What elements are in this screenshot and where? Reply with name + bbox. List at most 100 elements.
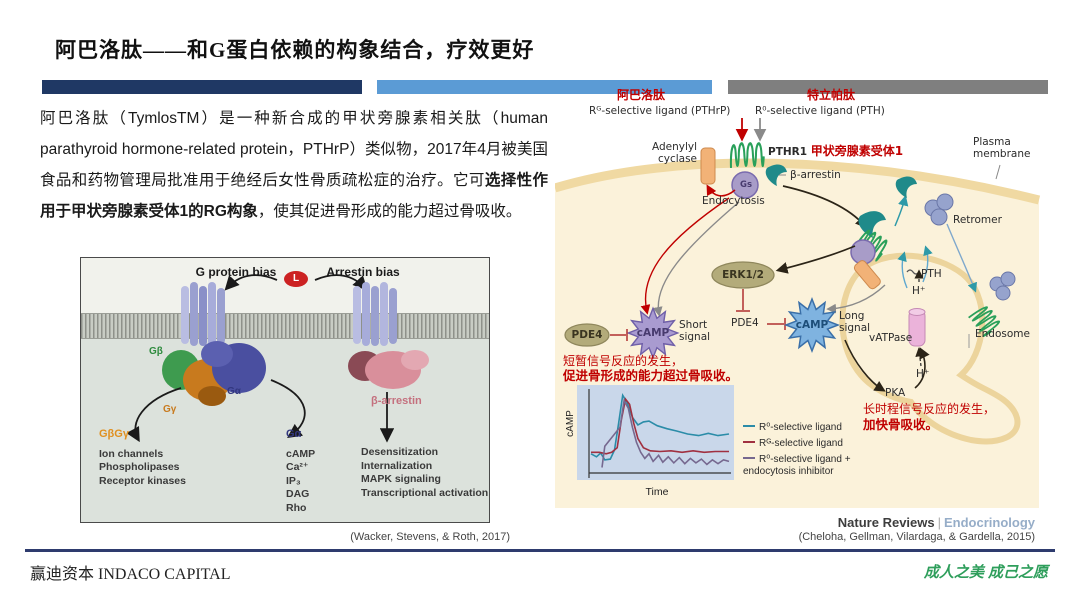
internalized-ac-shape [853, 260, 881, 290]
legend-item: R⁰-selective ligand [743, 422, 871, 434]
endosome-label: Endosome [975, 328, 1030, 340]
journal-banner: Nature Reviews|Endocrinology [838, 515, 1035, 530]
gpcr-bias-figure: G protein bias Arrestin bias L Gβ Gγ Gα … [80, 257, 490, 523]
pde4-mid-label: PDE4 [731, 317, 759, 329]
effector-item: Receptor kinases [99, 474, 186, 487]
inset-ylabel: cAMP [564, 410, 576, 437]
long-signal-label: Long signal [839, 310, 871, 334]
beta-arrestin-structure [348, 350, 429, 389]
short-signal-label: Short signal [679, 319, 711, 343]
erk-label: ERK1/2 [722, 269, 764, 281]
vatpase-top [908, 308, 926, 316]
short-note-line2: 促进骨形成的能力超过骨吸收。 [563, 369, 739, 383]
camp-time-inset-chart [577, 385, 734, 480]
effector-item: IP₃ [286, 474, 301, 487]
retromer-label: Retromer [953, 214, 1002, 226]
g-protein-bias-label: G protein bias [195, 265, 277, 279]
long-note-line1: 长时程信号反应的发生， [863, 402, 996, 416]
beta-arrestin-shape [765, 164, 787, 186]
membrane-band [81, 313, 489, 339]
series-line [591, 397, 729, 455]
pathway-citation: (Cheloha, Gellman, Vilardaga, & Gardella… [798, 531, 1035, 543]
teriparatide-label: 特立帕肽 [807, 88, 856, 102]
inset-xlabel: Time [645, 486, 669, 498]
effector-item: cAMP [286, 447, 316, 460]
plasma-membrane-label: Plasma membrane [973, 136, 1031, 160]
journal-section: Endocrinology [944, 515, 1035, 530]
pthr1-text: PTHR1 [768, 146, 808, 158]
gbg-effector-arrow [126, 387, 182, 443]
company-motto: 成人之美 成己之愿 [923, 564, 1048, 581]
ga-header: Gα [286, 428, 302, 440]
legend-label: R⁰-selective ligand [759, 422, 842, 433]
camp-short-starburst [626, 306, 680, 360]
r0-ligand-label: R⁰-selective ligand (PTH) [755, 105, 885, 117]
retromer-shape [924, 193, 954, 226]
arrestin-bias-label: Arrestin bias [326, 265, 400, 279]
camp-short-label: cAMP [636, 327, 670, 339]
legend-label: R⁰-selective ligand + endocytosis inhibi… [743, 454, 851, 477]
bias-figure-art [126, 274, 429, 443]
bias-arrow-right [314, 274, 368, 291]
g-gamma-label: Gγ [163, 404, 177, 415]
effector-item: Internalization [361, 459, 433, 472]
left-figure-citation: (Wacker, Stevens, & Roth, 2017) [350, 531, 510, 543]
internalized-arrestin-wrap [858, 211, 886, 238]
h-plus-lower-label: H⁺ [916, 368, 930, 380]
camp-long-starburst [783, 296, 841, 354]
gs-to-ac-arrow [706, 184, 736, 197]
journal-name: Nature Reviews [837, 515, 935, 530]
h-pump-arrow-lower [915, 347, 925, 367]
long-signal-gray-arrow [826, 284, 886, 314]
legend-swatch [743, 440, 755, 443]
legend-item: R⁰-selective ligand + endocytosis inhibi… [743, 454, 871, 477]
camp-long-label: cAMP [795, 319, 829, 331]
beta-arrestin-label: β-arrestin [790, 169, 841, 181]
bias-arrow-left [224, 274, 278, 291]
extracellular-area [81, 258, 489, 313]
footer-rule [25, 549, 1055, 552]
effector-item: Ion channels [99, 447, 164, 460]
legend-swatch [743, 424, 755, 427]
series-line [590, 393, 730, 461]
pthr1-pathway-figure: 阿巴洛肽 特立帕肽 Rᴳ-selective ligand (PTHrP) R⁰… [555, 88, 1055, 520]
receptor-to-erk-arrow [775, 245, 856, 274]
effector-item: DAG [286, 488, 310, 500]
effector-item: Phospholipases [99, 461, 180, 473]
vatpase-label: vATPase [869, 332, 913, 344]
plasma-membrane-leader [995, 164, 1001, 180]
gbg-header: GβGγ [99, 428, 129, 440]
short-signal-gray-arrow [652, 201, 740, 317]
pde4-left-shape [564, 323, 610, 347]
inset-plot-svg [588, 389, 731, 478]
effector-item: Rho [286, 501, 307, 514]
ga-effector-arrow [270, 379, 306, 439]
page-title: 阿巴洛肽——和G蛋白依赖的构象结合，疗效更好 [55, 38, 535, 62]
legend-swatch [743, 456, 755, 459]
pde4-left-label: PDE4 [571, 329, 603, 341]
arrestin-release-arrow [894, 195, 909, 227]
abaloparatide-label: 阿巴洛肽 [617, 88, 666, 102]
ligand-badge: L [284, 271, 308, 287]
gs-label: Gs [740, 180, 753, 190]
ga-effectors-list: Gα cAMP Ca²⁺ IP₃ DAG Rho [286, 428, 315, 515]
receptor-structure-right [353, 282, 397, 346]
beta-arrestin-label: β-arrestin [371, 395, 422, 407]
gs-protein-shape [731, 171, 759, 199]
endocytosis-label: Endocytosis [702, 195, 765, 207]
adenylyl-cyclase-shape [700, 147, 716, 185]
short-note-line1: 短暂信号反应的发生， [563, 354, 684, 368]
legend-item: Rᴳ-selective ligand [743, 438, 871, 450]
gbg-effectors-list: GβGγ Ion channels Phospholipases Recepto… [99, 428, 186, 488]
recycle-arrow-1 [922, 245, 933, 283]
short-signal-red-arrow [640, 197, 730, 315]
receptor-structure-left [181, 282, 225, 346]
pth-label: PTH [921, 268, 942, 280]
g-alpha-label: Gα [227, 386, 241, 397]
released-arrestin-shape [895, 176, 917, 198]
journal-separator: | [937, 515, 941, 530]
pthr1-label: PTHR1 甲状旁腺素受体1 [768, 145, 903, 158]
adenylyl-cyclase-label: Adenylyl cyclase [651, 141, 697, 165]
company-name: 赢迪资本 INDACO CAPITAL [30, 566, 231, 583]
